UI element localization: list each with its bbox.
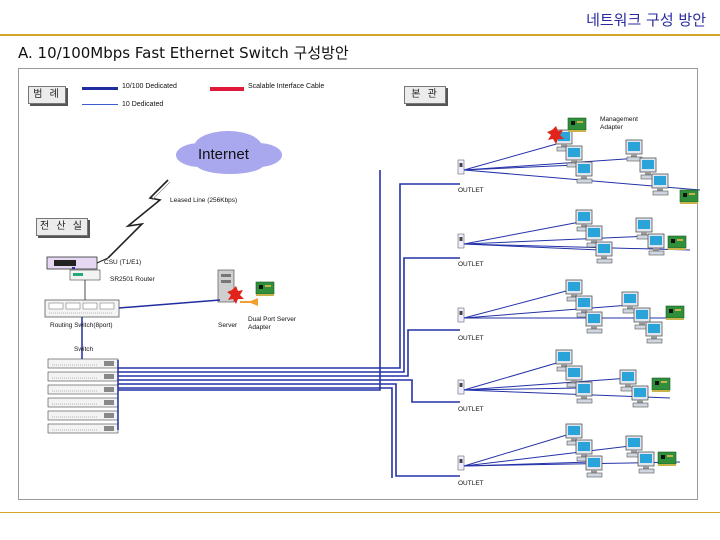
dual-port-adapter-label: Dual Port Server Adapter	[248, 316, 297, 331]
leased-line-label: Leased Line (256Kbps)	[170, 197, 238, 204]
routing-switch-label: Routing Switch(8port)	[50, 322, 113, 329]
outlet-icon-2	[457, 233, 465, 249]
page-title: 네트워크 구성 방안	[586, 11, 706, 29]
footer-divider	[0, 512, 720, 513]
legend-scalable-cable: Scalable Interface Cable	[248, 83, 325, 90]
server-label: Server	[218, 322, 238, 329]
csu-label: CSU (T1/E1)	[104, 259, 142, 266]
outlet-icon-3	[457, 307, 465, 323]
outlet-label-1: OUTLET	[458, 187, 484, 194]
leased-line-bolt	[107, 179, 169, 259]
router-label: SR2501 Router	[110, 276, 155, 283]
main-office-box: 본 관	[404, 86, 446, 104]
management-adapter-label: Management Adapter	[600, 116, 638, 131]
pc-group-4	[555, 349, 671, 408]
legend-line-10	[82, 104, 118, 105]
outlet-label-3: OUTLET	[458, 335, 484, 342]
legend-line-100	[82, 87, 118, 90]
pc-group-1	[555, 117, 699, 205]
outlet-label-5: OUTLET	[458, 480, 484, 487]
legend-line-scalable	[210, 87, 244, 91]
pc-group-5	[565, 423, 677, 478]
dual-port-adapter-icon	[255, 281, 275, 297]
header-divider	[0, 34, 720, 36]
outlet-label-2: OUTLET	[458, 261, 484, 268]
diagram-frame	[18, 68, 698, 500]
legend-box: 범 례	[28, 86, 66, 104]
switch-stack	[47, 358, 119, 434]
backbone-links	[118, 183, 460, 478]
section-title: A. 10/100Mbps Fast Ethernet Switch 구성방안	[18, 44, 349, 62]
server-alert-icon	[227, 286, 244, 304]
outlet-icon-1	[457, 159, 465, 175]
switch-label: Switch	[74, 346, 94, 353]
internet-cloud	[176, 131, 282, 174]
outlet-icon-5	[457, 455, 465, 471]
internet-label: Internet	[198, 146, 249, 163]
outlet-label-4: OUTLET	[458, 406, 484, 413]
outlet-icon-4	[457, 379, 465, 395]
legend-dedicated-100: 10/100 Dedicated	[122, 83, 177, 90]
legend-dedicated-10: 10 Dedicated	[122, 101, 164, 108]
management-alert-icon	[547, 126, 564, 144]
pc-group-3	[565, 279, 685, 344]
computer-room-box: 전 산 실	[36, 218, 88, 236]
